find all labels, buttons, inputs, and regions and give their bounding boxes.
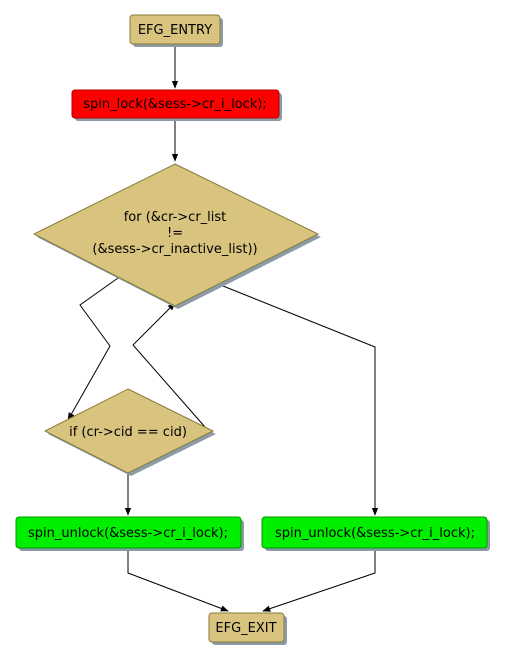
edge-loop-to-if [67, 277, 119, 421]
edge-left-unlock-to-exit [127, 548, 229, 612]
loop-decision-node: for (&cr->cr_list != (&sess->cr_inactive… [32, 163, 321, 309]
unlock-left-label: spin_unlock(&sess->cr_i_lock); [28, 526, 228, 541]
loop-condition-line2: != [167, 226, 183, 241]
loop-condition-line1: for (&cr->cr_list [124, 210, 227, 225]
loop-condition-line3: (&sess->cr_inactive_list)) [92, 242, 257, 257]
lock-label: spin_lock(&sess->cr_i_lock); [83, 97, 267, 112]
edge-loop-to-right-unlock [217, 283, 379, 516]
edge-right-unlock-to-exit [262, 548, 376, 612]
if-condition-label: if (cr->cid == cid) [69, 425, 187, 440]
entry-node: EFG_ENTRY [129, 14, 223, 47]
entry-label: EFG_ENTRY [138, 23, 212, 38]
exit-node: EFG_EXIT [208, 612, 287, 645]
exit-label: EFG_EXIT [215, 621, 276, 636]
lock-node: spin_lock(&sess->cr_i_lock); [71, 89, 282, 121]
edge-if-back-to-loop [132, 302, 206, 428]
unlock-right-label: spin_unlock(&sess->cr_i_lock); [275, 526, 475, 541]
unlock-left-node: spin_unlock(&sess->cr_i_lock); [15, 516, 244, 551]
edges [67, 45, 379, 612]
unlock-right-node: spin_unlock(&sess->cr_i_lock); [261, 516, 490, 551]
if-decision-node: if (cr->cid == cid) [43, 388, 216, 476]
